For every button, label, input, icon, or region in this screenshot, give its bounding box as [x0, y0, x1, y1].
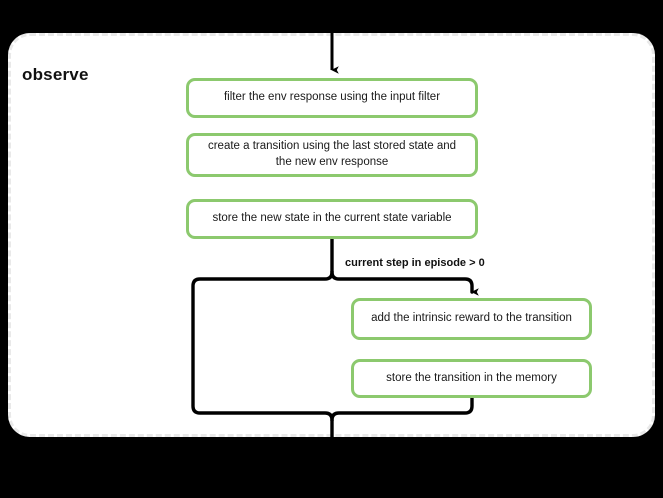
node-filter-env-response-label: filter the env response using the input …: [223, 91, 441, 104]
node-add-intrinsic-reward-label: add the intrinsic reward to the transiti…: [371, 312, 572, 325]
node-create-transition[interactable]: create a transition using the last store…: [186, 133, 478, 177]
node-store-new-state[interactable]: store the new state in the current state…: [186, 199, 478, 239]
node-store-transition-memory[interactable]: store the transition in the memory: [351, 359, 592, 398]
node-add-intrinsic-reward[interactable]: add the intrinsic reward to the transiti…: [351, 298, 592, 340]
node-filter-env-response[interactable]: filter the env response using the input …: [186, 78, 478, 118]
node-create-transition-label: create a transition using the last store…: [207, 140, 457, 168]
scope-title: observe: [22, 65, 89, 84]
edge-label-conditional-branch: current step in episode > 0: [345, 257, 485, 269]
node-store-new-state-label: store the new state in the current state…: [212, 212, 452, 225]
node-store-transition-memory-label: store the transition in the memory: [386, 371, 557, 384]
